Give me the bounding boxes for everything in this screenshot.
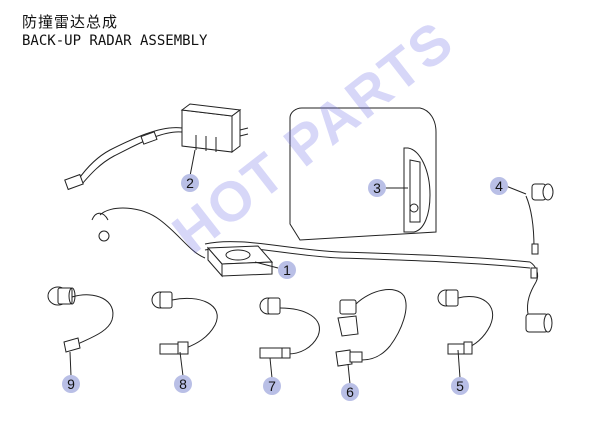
svg-text:9: 9: [67, 376, 75, 392]
page-title-chinese: 防撞雷达总成: [22, 13, 119, 31]
callout-7: 7: [263, 377, 281, 395]
leader-lines: [69, 149, 527, 385]
part-sensor-9: [47, 286, 114, 353]
svg-text:6: 6: [346, 384, 354, 400]
page-title-english: BACK-UP RADAR ASSEMBLY: [22, 33, 208, 50]
callout-2: 2: [181, 174, 199, 192]
part-sensor-6: [335, 289, 407, 367]
callout-3: 3: [368, 179, 386, 197]
svg-text:3: 3: [373, 180, 381, 196]
svg-text:4: 4: [495, 178, 503, 194]
svg-text:1: 1: [283, 262, 291, 278]
title-block: 防撞雷达总成 BACK-UP RADAR ASSEMBLY: [22, 13, 208, 50]
part-sensor-right-upper: [525, 183, 554, 333]
svg-text:8: 8: [179, 376, 187, 392]
part-sensor-8: [151, 291, 218, 355]
svg-text:2: 2: [186, 175, 194, 191]
part-sensor-7: [259, 297, 320, 359]
part-bumper-bracket: [289, 107, 437, 241]
part-sensor-5: [437, 289, 494, 355]
callout-6: 6: [341, 383, 359, 401]
callout-8: 8: [174, 375, 192, 393]
callout-1: 1: [278, 261, 296, 279]
part-control-module: [64, 103, 249, 191]
part-radar-unit: [206, 245, 274, 278]
svg-text:5: 5: [456, 378, 464, 394]
callout-5: 5: [451, 377, 469, 395]
svg-text:7: 7: [268, 378, 276, 394]
callout-9: 9: [62, 375, 80, 393]
callout-4: 4: [490, 177, 508, 195]
